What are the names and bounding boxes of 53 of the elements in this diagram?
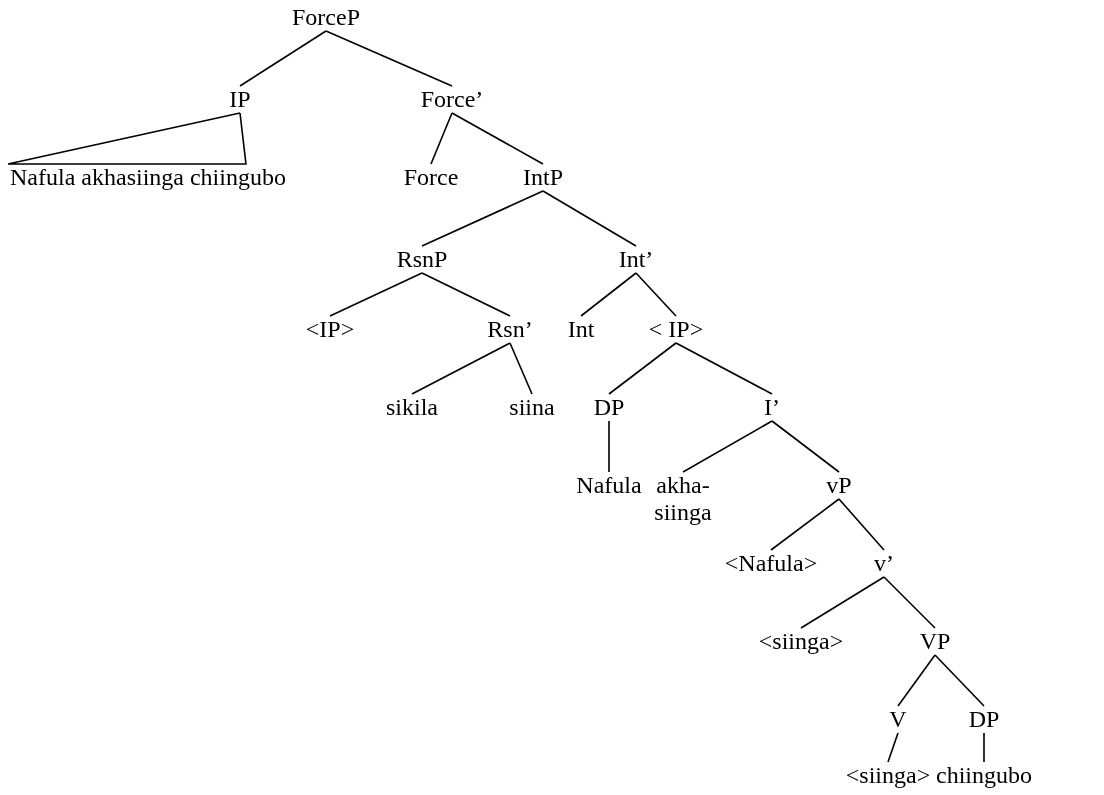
triangle-branch xyxy=(7,112,247,165)
tree-node-label: vP xyxy=(824,472,854,499)
branch-line xyxy=(239,30,327,87)
tree-node-label: <siinga> xyxy=(756,628,846,655)
tree-node-label: ForceP xyxy=(290,4,362,31)
tree-node-label: <IP> xyxy=(303,316,357,343)
tree-node-label: I’ xyxy=(762,394,782,421)
branch-line xyxy=(608,342,677,395)
branch-line xyxy=(887,732,899,763)
branch-line xyxy=(421,272,511,317)
tree-node-label: Rsn’ xyxy=(485,316,535,343)
branch-line xyxy=(770,498,840,551)
branch-line xyxy=(883,576,936,629)
branch-line xyxy=(580,272,637,317)
branch-line xyxy=(421,190,544,247)
tree-node-label: siina xyxy=(507,394,557,421)
branch-line xyxy=(771,420,840,473)
tree-node-label: Int xyxy=(565,316,597,343)
branch-line xyxy=(934,654,985,707)
tree-node-label: RsnP xyxy=(394,246,450,273)
tree-node-label: V xyxy=(887,706,909,733)
tree-node-label: < IP> xyxy=(646,316,706,343)
tree-node-label: Force xyxy=(401,164,461,191)
branch-line xyxy=(675,342,773,395)
tree-node-label: IP xyxy=(227,86,253,113)
tree-node-label: Force’ xyxy=(418,86,486,113)
tree-node-label: sikila xyxy=(384,394,440,421)
branch-line xyxy=(509,342,533,395)
tree-node-label: VP xyxy=(917,628,953,655)
branch-line xyxy=(682,420,773,473)
branch-line xyxy=(608,420,610,473)
tree-node-label: <siinga> xyxy=(843,762,933,789)
branch-line xyxy=(411,342,511,395)
branch-line xyxy=(838,498,885,551)
tree-node-label: Int’ xyxy=(616,246,656,273)
branch-line xyxy=(451,112,544,165)
branch-line xyxy=(897,654,936,707)
tree-node-label: DP xyxy=(591,394,627,421)
tree-node-label: Nafula akhasiinga chiingubo xyxy=(8,164,288,191)
tree-node-label: chiingubo xyxy=(934,762,1034,789)
tree-node-label: v’ xyxy=(872,550,896,577)
tree-node-label: <Nafula> xyxy=(722,550,820,577)
branch-line xyxy=(635,272,677,317)
branch-line xyxy=(800,576,885,629)
tree-node-label: DP xyxy=(966,706,1002,733)
branch-line xyxy=(983,732,985,763)
tree-node-label: Nafula xyxy=(574,472,644,499)
branch-line xyxy=(542,190,637,247)
branch-line xyxy=(430,112,453,165)
tree-node-label: akha- siinga xyxy=(646,472,720,526)
branch-line xyxy=(329,272,423,317)
tree-node-label: IntP xyxy=(521,164,565,191)
branch-line xyxy=(325,30,453,87)
